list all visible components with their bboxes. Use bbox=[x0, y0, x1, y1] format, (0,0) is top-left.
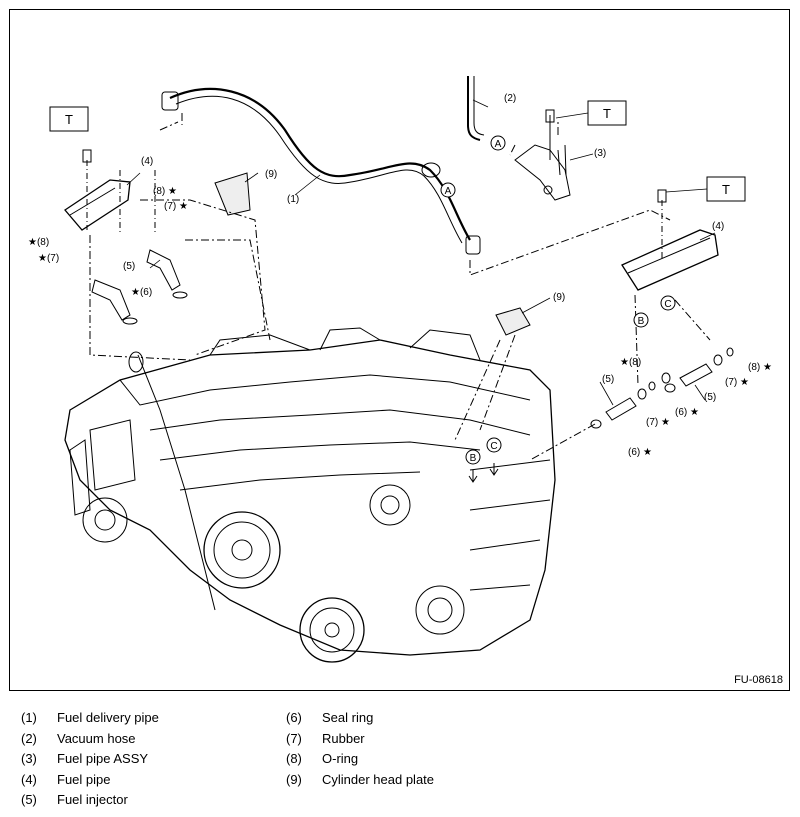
cylinder-head-plate-right bbox=[495, 307, 531, 336]
legend-item: (5)Fuel injector bbox=[21, 792, 128, 807]
callout-7-star-right-b: (7) ★ bbox=[725, 377, 749, 388]
callout-6-star-left: ★(6) bbox=[131, 287, 152, 298]
callout-5-left: (5) bbox=[123, 261, 135, 272]
vacuum-hose bbox=[467, 76, 485, 141]
connector-c-engine: C bbox=[486, 437, 502, 453]
callout-6-star-right-a: (6) ★ bbox=[675, 407, 699, 418]
svg-text:C: C bbox=[664, 299, 671, 310]
assembly-lines bbox=[89, 113, 711, 461]
connector-c-pipe: C bbox=[660, 295, 676, 311]
fuel-delivery-pipe bbox=[161, 87, 481, 255]
callout-2: (2) bbox=[504, 93, 516, 104]
callout-8-star-right-b: (8) ★ bbox=[748, 362, 772, 373]
arrow-c bbox=[489, 463, 499, 476]
callout-5-right-b: (5) bbox=[704, 392, 716, 403]
legend-item: (2)Vacuum hose bbox=[21, 730, 136, 746]
legend-item: (6)Seal ring bbox=[286, 710, 374, 725]
torque-box-left: T bbox=[49, 106, 89, 132]
callout-8-star-left-upper: (8) ★ bbox=[153, 186, 177, 197]
legend-item: (7)Rubber bbox=[286, 730, 365, 746]
callout-4-left: (4) bbox=[141, 156, 153, 167]
figure-code: FU-08618 bbox=[734, 674, 783, 686]
torque-box-top: T bbox=[555, 100, 627, 126]
svg-text:B: B bbox=[470, 453, 477, 464]
svg-text:T: T bbox=[722, 182, 730, 197]
diagram-frame: T T T A A B C B C (1) (2) (3) (4) (4) bbox=[9, 9, 790, 691]
leader-lines bbox=[126, 99, 716, 406]
callout-6-star-right-b: (6) ★ bbox=[628, 447, 652, 458]
fuel-injectors-left bbox=[91, 249, 188, 325]
svg-text:T: T bbox=[65, 112, 73, 127]
callout-5-right-a: (5) bbox=[602, 374, 614, 385]
connector-a-hose: A bbox=[490, 135, 506, 151]
connector-a-pipe: A bbox=[440, 182, 456, 198]
fuel-pipe-left bbox=[64, 149, 156, 235]
legend-item: (8)O-ring bbox=[286, 751, 359, 766]
svg-text:A: A bbox=[495, 139, 502, 150]
legend-item: (3)Fuel pipe ASSY bbox=[21, 751, 149, 766]
legend-item: (1)Fuel delivery pipe bbox=[21, 710, 159, 725]
callout-9-left: (9) bbox=[265, 169, 277, 180]
legend-item: (9)Cylinder head plate bbox=[286, 771, 435, 787]
svg-text:T: T bbox=[603, 106, 611, 121]
connector-b-engine: B bbox=[465, 449, 481, 465]
callout-1: (1) bbox=[287, 194, 299, 205]
fuel-injector-set-right-a bbox=[590, 372, 671, 429]
connector-b-pipe: B bbox=[633, 312, 649, 328]
callout-7-star-right-a: (7) ★ bbox=[646, 417, 670, 428]
fuel-pipe-right bbox=[621, 189, 719, 291]
callout-9-right: (9) bbox=[553, 292, 565, 303]
svg-text:B: B bbox=[638, 316, 645, 327]
callout-8-star-right-a: ★(8) bbox=[620, 357, 641, 368]
callout-4-right: (4) bbox=[712, 221, 724, 232]
cylinder-head-plate-left bbox=[214, 172, 251, 216]
callout-7-star-left-lower: ★(7) bbox=[38, 253, 59, 264]
svg-text:C: C bbox=[490, 441, 497, 452]
callout-3: (3) bbox=[594, 148, 606, 159]
engine-block bbox=[64, 327, 556, 663]
callout-8-star-left-lower: ★(8) bbox=[28, 237, 49, 248]
exploded-view-drawing: T T T A A B C B C (1) (2) (3) (4) (4) bbox=[28, 76, 772, 663]
legend-item: (4)Fuel pipe bbox=[21, 771, 111, 787]
legend-right-column: (6)Seal ring (7)Rubber (8)O-ring (9)Cyli… bbox=[286, 708, 434, 790]
arrow-b bbox=[468, 470, 478, 483]
callout-7-star-left-upper: (7) ★ bbox=[164, 201, 188, 212]
fuel-injector-set-right-b bbox=[664, 347, 734, 393]
svg-text:A: A bbox=[445, 186, 452, 197]
legend-left-column: (1)Fuel delivery pipe (2)Vacuum hose (3)… bbox=[21, 708, 159, 811]
fuel-pipe-assy bbox=[514, 109, 571, 201]
torque-box-right: T bbox=[665, 176, 746, 202]
